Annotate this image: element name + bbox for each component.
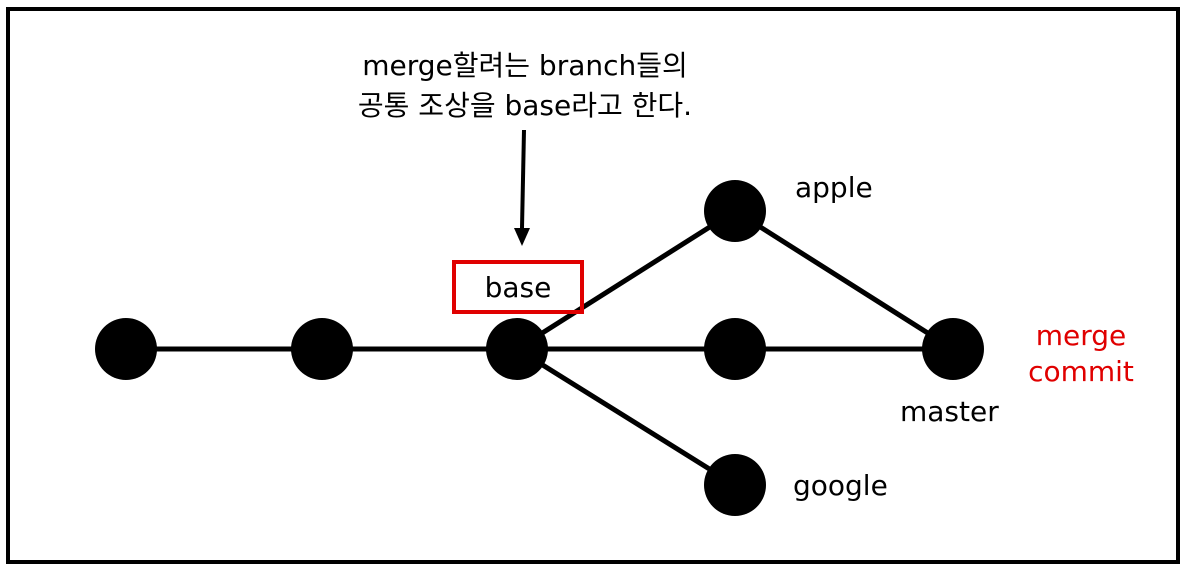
commit-node-base bbox=[486, 318, 548, 380]
merge-label-line-1: merge bbox=[1035, 319, 1127, 352]
annotation-line-1: merge할려는 branch들의 bbox=[362, 49, 688, 82]
base-label-box: base bbox=[452, 260, 584, 314]
edge-apple-merge bbox=[733, 208, 955, 352]
commit-node-c2 bbox=[291, 318, 353, 380]
edge-base-apple bbox=[515, 208, 737, 352]
arrow-head bbox=[514, 228, 530, 246]
commit-node-google bbox=[704, 454, 766, 516]
diagram-frame bbox=[6, 7, 1180, 564]
merge-label-line-2: commit bbox=[1028, 355, 1134, 388]
branch-label-master: master bbox=[900, 395, 999, 428]
base-label: base bbox=[484, 270, 552, 304]
commit-node-apple bbox=[704, 180, 766, 242]
branch-label-google: google bbox=[793, 469, 888, 502]
merge-commit-label: merge commit bbox=[1010, 318, 1152, 390]
annotation-text: merge할려는 branch들의 공통 조상을 base라고 한다. bbox=[280, 46, 770, 126]
commit-node-master-parent bbox=[704, 318, 766, 380]
edge-base-google bbox=[515, 346, 737, 488]
annotation-line-2: 공통 조상을 base라고 한다. bbox=[357, 89, 693, 122]
arrow-shaft bbox=[520, 129, 526, 229]
annotation-arrow bbox=[514, 129, 530, 246]
branch-label-apple: apple bbox=[795, 171, 873, 204]
commit-node-c1 bbox=[95, 318, 157, 380]
commit-node-merge bbox=[922, 318, 984, 380]
